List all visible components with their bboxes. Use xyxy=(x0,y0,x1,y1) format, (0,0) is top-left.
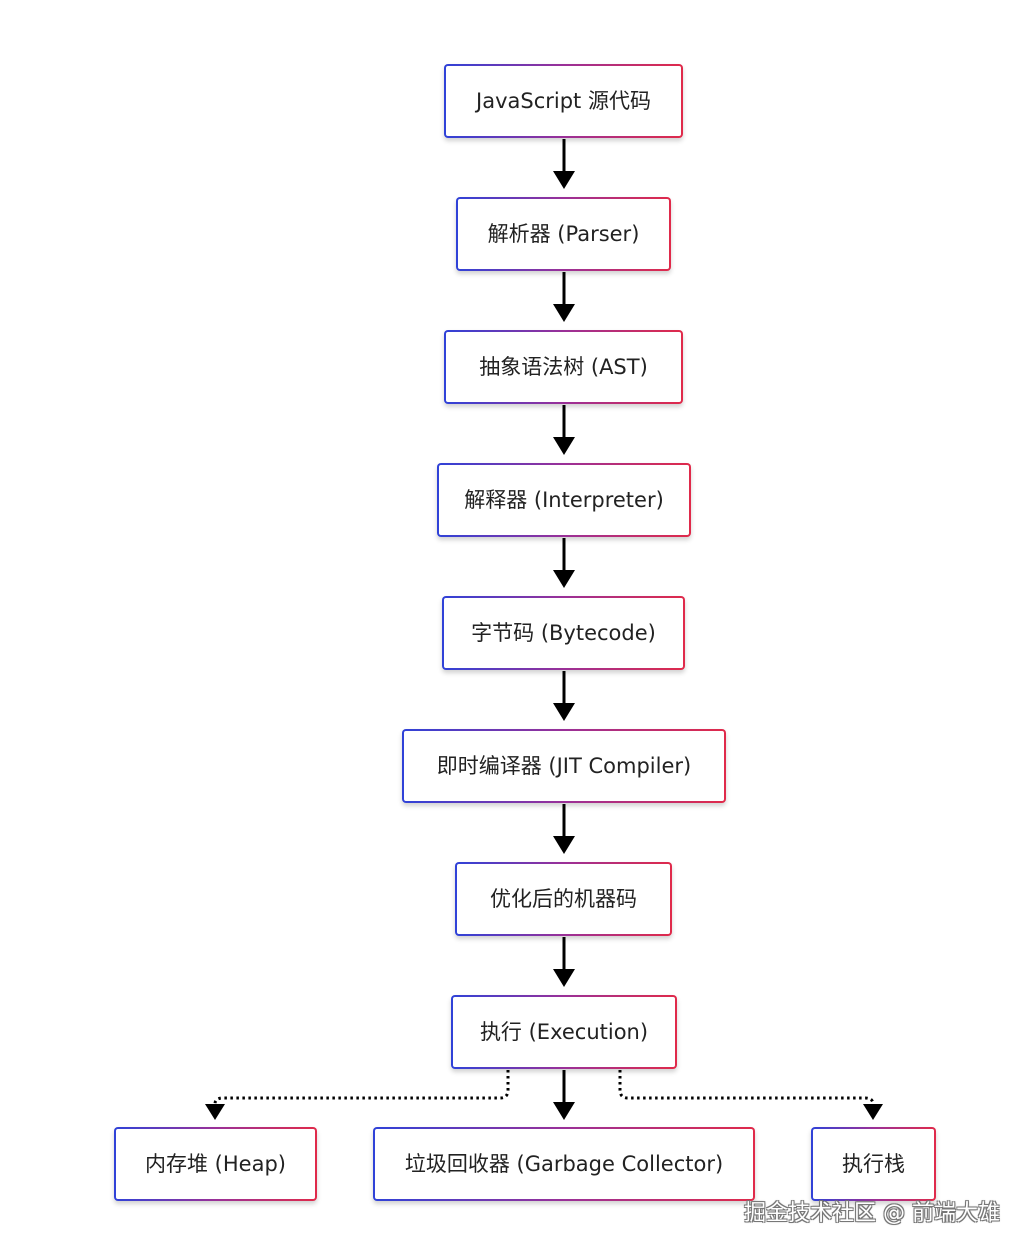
arrowhead-jit-to-machine-code xyxy=(553,836,575,854)
node-execution-stack: 执行栈 xyxy=(811,1127,936,1201)
arrowhead-source-to-parser xyxy=(553,171,575,189)
node-heap: 内存堆 (Heap) xyxy=(114,1127,317,1201)
node-parser-label: 解析器 (Parser) xyxy=(487,221,640,246)
node-bytecode: 字节码 (Bytecode) xyxy=(442,596,685,670)
node-ast-label: 抽象语法树 (AST) xyxy=(479,354,648,379)
node-garbage-collector-label: 垃圾回收器 (Garbage Collector) xyxy=(404,1151,724,1176)
node-ast: 抽象语法树 (AST) xyxy=(444,330,683,404)
dotted-arrow-execution-to-heap xyxy=(213,1070,510,1106)
node-parser: 解析器 (Parser) xyxy=(456,197,671,271)
node-bytecode-label: 字节码 (Bytecode) xyxy=(471,620,656,645)
watermark: 掘金技术社区 @ 前端大雄 xyxy=(744,1201,1000,1226)
arrowhead-execution-to-heap xyxy=(205,1104,225,1120)
node-execution: 执行 (Execution) xyxy=(451,995,677,1069)
node-source-code: JavaScript 源代码 xyxy=(444,64,683,138)
arrowhead-execution-to-gc xyxy=(553,1102,575,1120)
node-interpreter-label: 解释器 (Interpreter) xyxy=(464,487,664,512)
node-heap-label: 内存堆 (Heap) xyxy=(145,1151,286,1176)
node-jit-compiler-label: 即时编译器 (JIT Compiler) xyxy=(436,753,692,778)
node-garbage-collector: 垃圾回收器 (Garbage Collector) xyxy=(373,1127,755,1201)
node-jit-compiler: 即时编译器 (JIT Compiler) xyxy=(402,729,726,803)
arrowhead-machine-code-to-execution xyxy=(553,969,575,987)
node-interpreter: 解释器 (Interpreter) xyxy=(437,463,691,537)
node-execution-stack-label: 执行栈 xyxy=(842,1151,905,1176)
arrowhead-interpreter-to-bytecode xyxy=(553,570,575,588)
arrowhead-parser-to-ast xyxy=(553,304,575,322)
node-execution-label: 执行 (Execution) xyxy=(479,1019,649,1044)
arrowhead-bytecode-to-jit xyxy=(553,703,575,721)
node-machine-code-label: 优化后的机器码 xyxy=(490,886,637,911)
dotted-arrow-execution-to-stack xyxy=(618,1070,875,1106)
node-source-code-label: JavaScript 源代码 xyxy=(476,88,651,113)
node-machine-code: 优化后的机器码 xyxy=(455,862,672,936)
arrowhead-ast-to-interpreter xyxy=(553,437,575,455)
arrowhead-execution-to-stack xyxy=(863,1104,883,1120)
